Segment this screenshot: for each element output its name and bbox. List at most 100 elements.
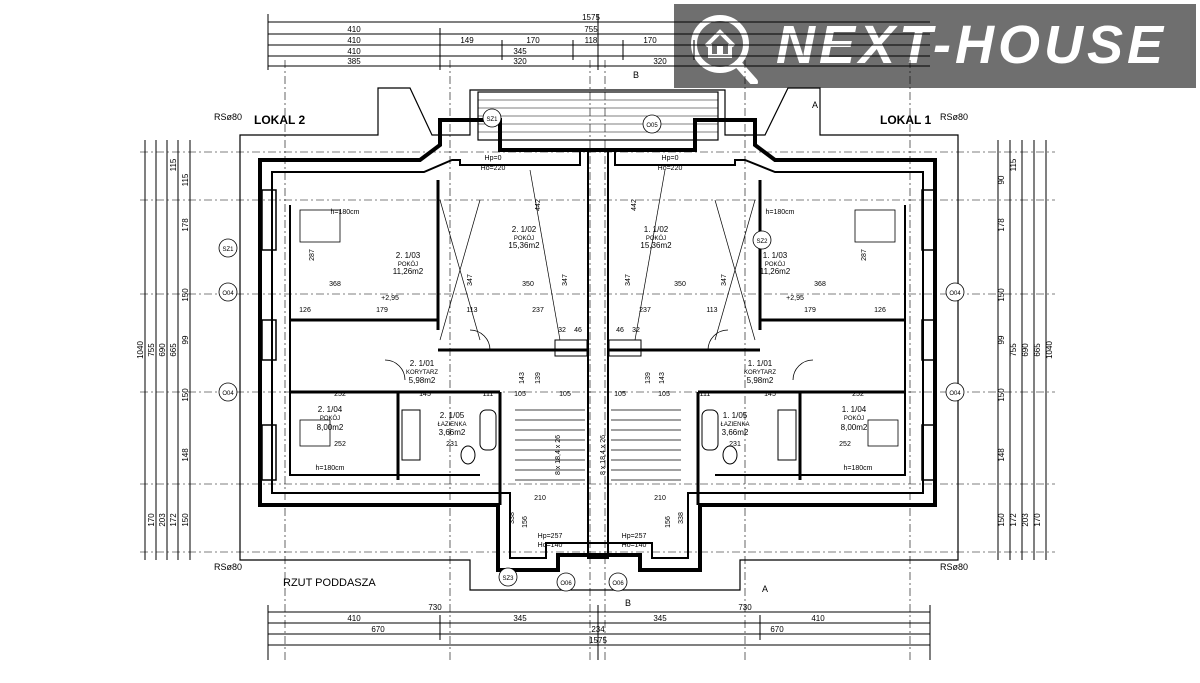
stairs-label: 8 x 18,4 x 26: [555, 435, 562, 475]
dim-inner: 105: [559, 391, 571, 398]
dim-bottom: 410: [811, 614, 825, 623]
dim-inner: 143: [519, 372, 526, 384]
dim-inner: 338: [678, 512, 685, 524]
svg-text:ŁAZIENKA: ŁAZIENKA: [720, 422, 749, 428]
marker-label: O06: [612, 581, 624, 587]
marker-label: O06: [560, 581, 572, 587]
dim-top: 345: [513, 47, 527, 56]
svg-text:5,98m2: 5,98m2: [409, 376, 436, 385]
svg-text:3,66m2: 3,66m2: [722, 428, 749, 437]
dim-top: 410: [347, 25, 361, 34]
dim-bottom: 234: [591, 625, 605, 634]
svg-text:15,36m2: 15,36m2: [508, 241, 540, 250]
dim-inner: 350: [674, 281, 686, 288]
dim-bottom: 345: [653, 614, 667, 623]
dim-inner: 338: [509, 512, 516, 524]
height-label: Hp=257: [622, 533, 647, 540]
dim-inner: 105: [614, 391, 626, 398]
dim-inner: 179: [804, 307, 816, 314]
height-label: Hp=0: [485, 155, 502, 162]
grid-marker: [752, 230, 772, 250]
dim-inner: 237: [639, 307, 651, 314]
dim-left: 150: [181, 388, 190, 402]
grid-marker: [218, 382, 238, 402]
dim-top: 385: [347, 57, 361, 66]
dim-right: 665: [1033, 343, 1042, 357]
dim-inner: 111: [700, 391, 711, 398]
svg-text:POKÓJ: POKÓJ: [398, 261, 418, 268]
level-label: +2,95: [786, 295, 804, 302]
dim-inner: 347: [625, 274, 632, 286]
svg-text:1. 1/05: 1. 1/05: [723, 411, 748, 420]
room-label: 1. 1/02 POKÓJ 15,36m2: [640, 225, 672, 250]
dim-right: 690: [1021, 343, 1030, 357]
dim-inner: 252: [334, 441, 346, 448]
room-label: 2. 1/01 KORYTARZ 5,98m2: [406, 359, 438, 385]
marker-label: O04: [222, 291, 234, 297]
room-label: 1. 1/01 KORYTARZ 5,98m2: [744, 359, 776, 385]
svg-text:2. 1/04: 2. 1/04: [318, 405, 343, 414]
marker-label: O04: [949, 291, 961, 297]
marker-label: SZ1: [486, 117, 498, 123]
dim-inner: 113: [466, 307, 477, 314]
dim-top: 755: [584, 25, 598, 34]
dim-left: 665: [169, 343, 178, 357]
dim-inner: 287: [309, 249, 316, 261]
dim-inner: 347: [562, 274, 569, 286]
dim-right: 178: [997, 218, 1006, 232]
dim-inner: 368: [329, 281, 341, 288]
svg-text:POKÓJ: POKÓJ: [844, 415, 864, 422]
plan-title: RZUT PODDASZA: [283, 577, 376, 589]
room-label: 2. 1/02 POKÓJ 15,36m2: [508, 225, 540, 250]
rs-label: RSø80: [940, 112, 968, 122]
dim-top: 320: [653, 57, 667, 66]
dim-inner: 231: [446, 441, 458, 448]
dim-right: 115: [1009, 158, 1018, 171]
marker-label: O04: [949, 391, 961, 397]
stairs-label: 8 x 18,4 x 26: [600, 435, 607, 475]
svg-text:5,98m2: 5,98m2: [747, 376, 774, 385]
rs-label: RSø80: [940, 562, 968, 572]
dim-inner: 145: [419, 391, 431, 398]
svg-text:1. 1/03: 1. 1/03: [763, 251, 788, 260]
dim-left: 115: [181, 173, 190, 186]
brand-banner: NEXT-HOUSE: [674, 4, 1196, 88]
svg-text:POKÓJ: POKÓJ: [320, 415, 340, 422]
dim-inner: 252: [334, 391, 346, 398]
grid-marker: [482, 108, 502, 128]
dim-right: 90: [997, 175, 1006, 184]
svg-text:KORYTARZ: KORYTARZ: [406, 370, 438, 376]
dim-right: 148: [997, 448, 1006, 462]
grid-marker: [498, 567, 518, 587]
dim-right: 203: [1021, 513, 1030, 527]
room-label: 1. 1/04 POKÓJ 8,00m2: [841, 405, 868, 432]
dim-inner: 252: [839, 441, 851, 448]
dim-top: 149: [460, 36, 474, 45]
dim-inner: 156: [665, 516, 672, 528]
dim-bottom: 670: [770, 625, 784, 634]
dim-left: 1040: [136, 341, 145, 359]
dim-inner: 32: [632, 327, 640, 334]
dim-inner: 231: [729, 441, 741, 448]
grid-marker: [945, 282, 965, 302]
dim-bottom-total: 1575: [589, 636, 607, 645]
height-label: Hp=0: [662, 155, 679, 162]
dim-right: 150: [997, 388, 1006, 402]
dim-left: 150: [181, 513, 190, 527]
marker-label: O05: [646, 123, 658, 129]
dim-inner: 237: [532, 307, 544, 314]
svg-text:11,26m2: 11,26m2: [393, 267, 424, 276]
dim-inner: 287: [861, 249, 868, 261]
dim-right: 99: [997, 335, 1006, 344]
svg-text:11,26m2: 11,26m2: [760, 267, 791, 276]
svg-text:2. 1/01: 2. 1/01: [410, 359, 435, 368]
knee-wall-label: h=180cm: [766, 209, 795, 216]
height-label: Ho=140: [538, 542, 563, 549]
grid-marker: [218, 238, 238, 258]
dim-top: 410: [347, 36, 361, 45]
dim-inner: 105: [658, 391, 670, 398]
dim-inner: 350: [522, 281, 534, 288]
dim-left: 170: [147, 513, 156, 527]
svg-text:POKÓJ: POKÓJ: [765, 261, 785, 268]
svg-text:1. 1/01: 1. 1/01: [748, 359, 773, 368]
